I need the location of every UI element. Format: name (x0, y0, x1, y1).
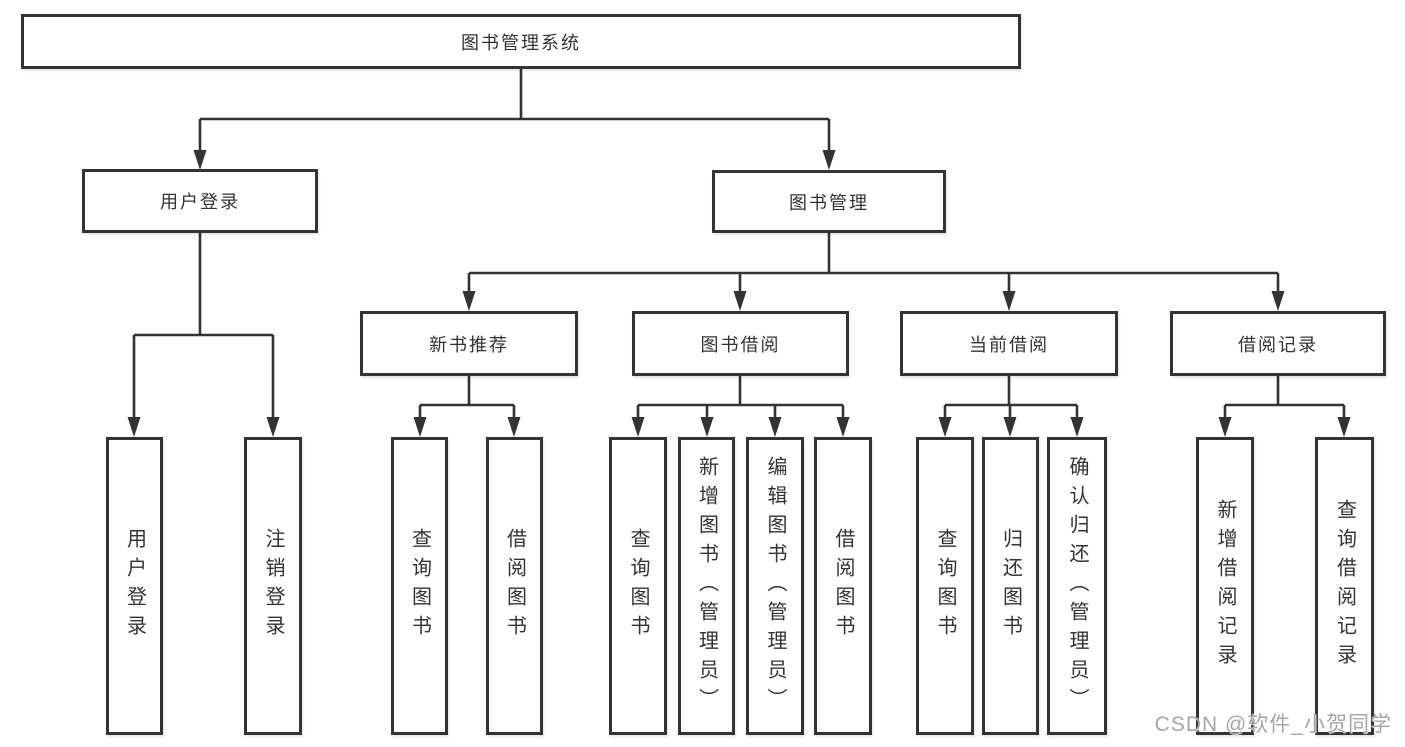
leaf-query-books-recommend: 查询图书 (391, 437, 448, 735)
leaf-query-books-borrowing: 查询图书 (609, 437, 667, 735)
node-current-borrowing: 当前借阅 (900, 311, 1118, 376)
leaf-confirm-return-admin: 确认归还（管理员） (1047, 437, 1107, 735)
leaf-user-login: 用户登录 (106, 437, 163, 735)
node-library-system: 图书管理系统 (21, 14, 1021, 69)
leaf-edit-book-admin: 编辑图书（管理员） (746, 437, 804, 735)
leaf-query-books-current: 查询图书 (916, 437, 974, 735)
leaf-add-borrow-record: 新增借阅记录 (1196, 437, 1254, 735)
leaf-add-book-admin: 新增图书（管理员） (678, 437, 735, 735)
node-book-borrowing: 图书借阅 (632, 311, 849, 376)
connector-path (132, 67, 1346, 424)
watermark: CSDN @软件_小贺同学 (1154, 713, 1392, 736)
node-user-login: 用户登录 (82, 169, 318, 233)
leaf-return-book: 归还图书 (982, 437, 1039, 735)
node-book-management: 图书管理 (712, 170, 946, 233)
leaf-logout: 注销登录 (244, 437, 302, 735)
leaf-borrow-books-recommend: 借阅图书 (486, 437, 543, 735)
leaf-borrow-books-borrowing: 借阅图书 (814, 437, 872, 735)
node-borrowing-records: 借阅记录 (1170, 311, 1386, 376)
node-new-book-recommendation: 新书推荐 (360, 311, 578, 376)
leaf-query-borrow-record: 查询借阅记录 (1315, 437, 1374, 735)
arrowhead-path (127, 150, 1351, 437)
